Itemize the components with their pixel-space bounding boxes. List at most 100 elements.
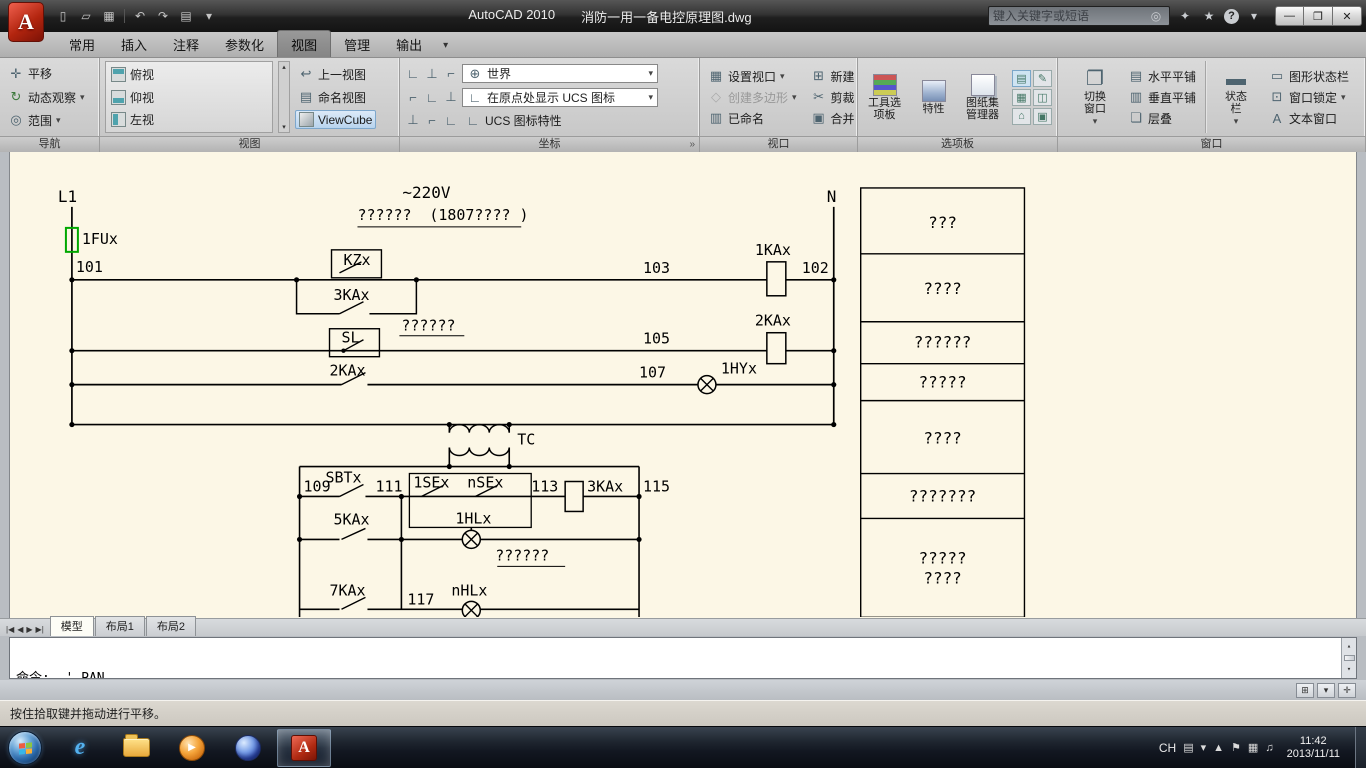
ucs-y-icon[interactable]: ⌐ — [424, 112, 440, 128]
ucs-view-icon[interactable]: ⊥ — [443, 89, 459, 105]
pan-button[interactable]: ✛ 平移 — [5, 64, 55, 83]
properties-button[interactable]: 特性 — [912, 78, 955, 117]
ucs-origin-icon[interactable]: ⌐ — [405, 89, 421, 105]
sheetset-manager-button[interactable]: 图纸集管理器 — [961, 72, 1004, 123]
ucs-icon-properties-button[interactable]: ∟ UCS 图标特性 — [462, 111, 565, 130]
new-file-icon[interactable]: ▯ — [52, 6, 74, 26]
taskbar-clock[interactable]: 11:42 2013/11/11 — [1281, 735, 1346, 761]
panel-label-views[interactable]: 视图 — [100, 136, 399, 152]
tab-output[interactable]: 输出 — [383, 31, 435, 57]
tab-manage[interactable]: 管理 — [331, 31, 383, 57]
ucs-axis-icon[interactable]: ∟ — [405, 66, 421, 82]
plot-icon[interactable]: ▤ — [175, 6, 197, 26]
strip-grid-icon[interactable]: ⊞ — [1296, 683, 1314, 698]
ucs-rotate-icon[interactable]: ⊥ — [424, 66, 440, 82]
status-bar-toggle-button[interactable]: ▬ 状态栏 ▾ — [1212, 66, 1260, 129]
first-tab-icon[interactable]: |◀ — [6, 625, 14, 634]
tile-horizontally-button[interactable]: ▤ 水平平铺 — [1125, 67, 1199, 86]
qat-dropdown-icon[interactable]: ▾ — [198, 6, 220, 26]
scrollbar-thumb[interactable] — [1344, 655, 1355, 661]
command-line[interactable]: 命令: '_PAN 按 Esc 或 Enter 键退出，或单击右键显示快捷菜单。… — [9, 637, 1357, 679]
tab-insert[interactable]: 插入 — [108, 31, 160, 57]
panel-label-palettes[interactable]: 选项板 — [858, 136, 1057, 152]
new-viewport-button[interactable]: ⊞ 新建 — [808, 67, 858, 86]
taskbar-explorer-button[interactable] — [109, 729, 163, 767]
palette-grid-icon[interactable]: ▤ — [1012, 70, 1031, 87]
ucs-x-icon[interactable]: ⊥ — [405, 112, 421, 128]
viewcube-button[interactable]: ViewCube — [295, 110, 376, 129]
tile-vertically-button[interactable]: ▥ 垂直平铺 — [1125, 88, 1199, 107]
help-dropdown-icon[interactable]: ▾ — [1245, 9, 1263, 23]
close-button[interactable]: ✕ — [1333, 6, 1362, 26]
window-lock-button[interactable]: ⊡ 窗口锁定 ▾ — [1266, 88, 1352, 107]
restore-button[interactable]: ❐ — [1304, 6, 1333, 26]
tab-home[interactable]: 常用 — [56, 31, 108, 57]
viewport-setup-button[interactable]: ▦ 设置视口 ▾ — [705, 67, 800, 86]
tool-palettes-button[interactable]: 工具选项板 — [863, 72, 906, 123]
save-file-icon[interactable]: ▦ — [98, 6, 120, 26]
view-list-scrollbar[interactable]: ▴ ▾ — [278, 61, 290, 133]
orbit-button[interactable]: ↻ 动态观察 ▾ — [5, 88, 88, 107]
ime-dropdown-icon[interactable]: ▾ — [1201, 741, 1207, 754]
favorites-star-icon[interactable]: ★ — [1200, 9, 1218, 23]
ucs-world-dropdown[interactable]: ⊕ 世界 ▾ — [462, 64, 658, 83]
palette-grid-icon[interactable]: ◫ — [1033, 89, 1052, 106]
palette-grid-icon[interactable]: ✎ — [1033, 70, 1052, 87]
show-hidden-icons[interactable]: ▲ — [1213, 742, 1224, 754]
panel-label-viewports[interactable]: 视口 — [700, 136, 857, 152]
join-viewport-button[interactable]: ▣ 合并 — [808, 109, 858, 128]
cascade-button[interactable]: ❏ 层叠 — [1125, 109, 1199, 128]
taskbar-mediaplayer-button[interactable]: ▶ — [165, 729, 219, 767]
show-desktop-button[interactable] — [1355, 727, 1366, 768]
ucs-z-icon[interactable]: ⌐ — [443, 66, 459, 82]
tab-parametric[interactable]: 参数化 — [212, 31, 277, 57]
volume-icon[interactable]: ♫ — [1265, 742, 1273, 754]
command-scrollbar[interactable]: ▴ ▾ — [1341, 638, 1356, 678]
view-bottom-button[interactable]: 仰视 — [108, 88, 270, 107]
taskbar-browser-button[interactable] — [221, 729, 275, 767]
strip-dropdown-icon[interactable]: ▾ — [1317, 683, 1335, 698]
tray-flag-icon[interactable]: ⚑ — [1231, 741, 1241, 754]
next-tab-icon[interactable]: ▶ — [26, 625, 32, 634]
switch-windows-button[interactable]: ❐ 切换窗口 ▾ — [1071, 66, 1119, 129]
network-icon[interactable]: ▦ — [1248, 741, 1258, 754]
clip-viewport-button[interactable]: ✂ 剪裁 — [808, 88, 858, 107]
scroll-up-icon[interactable]: ▴ — [1347, 639, 1351, 654]
tab-layout2[interactable]: 布局2 — [146, 616, 196, 636]
scroll-up-icon[interactable]: ▴ — [282, 63, 286, 71]
last-tab-icon[interactable]: ▶| — [36, 625, 44, 634]
redo-icon[interactable]: ↷ — [152, 6, 174, 26]
undo-icon[interactable]: ↶ — [129, 6, 151, 26]
search-input[interactable] — [993, 9, 1143, 23]
keyboard-layout-icon[interactable]: ▤ — [1183, 741, 1193, 754]
view-left-button[interactable]: 左视 — [108, 110, 270, 129]
previous-view-button[interactable]: ↩ 上一视图 — [295, 65, 376, 84]
start-button[interactable] — [8, 731, 42, 765]
scroll-down-icon[interactable]: ▾ — [282, 123, 286, 131]
scroll-down-icon[interactable]: ▾ — [1347, 662, 1351, 677]
minimize-button[interactable]: — — [1275, 6, 1304, 26]
panel-label-navigate[interactable]: 导航 — [0, 136, 99, 152]
panel-label-coordinates[interactable]: 坐标 — [400, 136, 699, 152]
search-icon[interactable]: ◎ — [1147, 9, 1165, 23]
help-icon[interactable]: ? — [1224, 9, 1239, 24]
ucs-icon-display-dropdown[interactable]: ∟ 在原点处显示 UCS 图标 ▾ — [462, 88, 658, 107]
drawing-canvas[interactable]: L1 N ~220V ?????? (1807???? ) 1FUx 101 K… — [9, 152, 1357, 618]
prev-tab-icon[interactable]: ◀ — [17, 625, 23, 634]
tab-model[interactable]: 模型 — [50, 616, 94, 636]
named-viewports-button[interactable]: ▥ 已命名 — [705, 109, 800, 128]
panel-label-windows[interactable]: 窗口 — [1058, 136, 1365, 152]
taskbar-autocad-button[interactable]: A — [277, 729, 331, 767]
taskbar-ie-button[interactable]: e — [53, 729, 107, 767]
language-indicator[interactable]: CH — [1159, 741, 1176, 755]
drawing-status-bar-button[interactable]: ▭ 图形状态栏 — [1266, 67, 1352, 86]
text-window-button[interactable]: A 文本窗口 — [1266, 109, 1352, 128]
communication-center-icon[interactable]: ✦ — [1176, 9, 1194, 23]
ucs-3point-icon[interactable]: ∟ — [424, 89, 440, 105]
palette-grid-icon[interactable]: ⌂ — [1012, 108, 1031, 125]
palette-grid-icon[interactable]: ▣ — [1033, 108, 1052, 125]
named-views-button[interactable]: ▤ 命名视图 — [295, 88, 376, 107]
palette-grid-icon[interactable]: ▦ — [1012, 89, 1031, 106]
ucs-named-icon[interactable]: ∟ — [443, 112, 459, 128]
autocad-menu-button[interactable]: A — [8, 2, 44, 42]
